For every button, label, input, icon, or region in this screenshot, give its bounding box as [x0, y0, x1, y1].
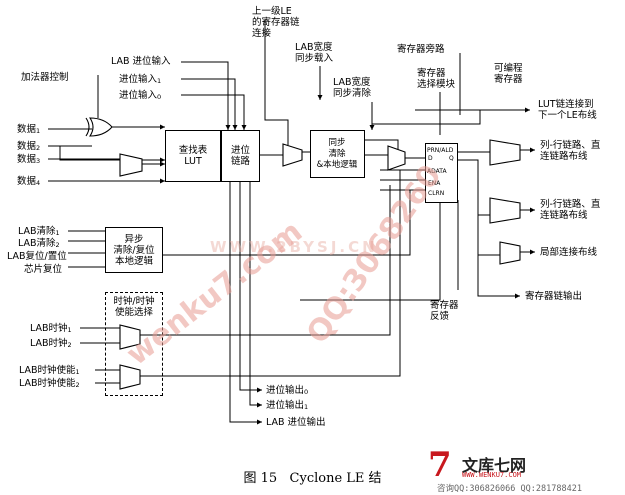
- carry-in0-label: 进位输入0: [119, 90, 162, 101]
- register-block: [425, 143, 458, 203]
- logo-name: 文库七网: [462, 456, 527, 475]
- lab-clear2-label: LAB清除2: [18, 238, 60, 249]
- pin-d: D: [428, 155, 433, 162]
- figure-caption: 图 15 Cyclone LE 结: [243, 471, 382, 486]
- reg-select-label: 寄存器 选择模块: [417, 68, 456, 90]
- carry-in1-label: 进位输入1: [119, 74, 162, 85]
- data4-label: 数据4: [17, 176, 41, 187]
- reg-chain-out-label: 寄存器链输出: [525, 291, 583, 302]
- lut-chain-label: LUT链连接到 下一个LE布线: [538, 99, 597, 121]
- lut-block: [165, 130, 221, 182]
- sync-logic-label: 同步 清除 &本地逻辑: [316, 138, 358, 170]
- lab-sync-clear-label: LAB宽度 同步清除: [333, 77, 372, 99]
- reg-bypass-label: 寄存器旁路: [397, 44, 445, 55]
- lab-clk1-label: LAB时钟1: [30, 323, 72, 334]
- clk-select-region: [105, 292, 163, 396]
- carry-out0-label: 进位输出0: [266, 385, 309, 396]
- data2-label: 数据2: [17, 141, 41, 152]
- logo-contact: 咨询QQ:306826066 QQ:281788421: [437, 484, 582, 494]
- data1-label: 数据1: [17, 124, 41, 135]
- row-col-1-label: 列-行链路、直 连链路布线: [540, 140, 601, 162]
- lab-sync-load-label: LAB宽度 同步载入: [295, 42, 334, 64]
- row-col-2-label: 列-行链路、直 连链路布线: [540, 199, 601, 221]
- logo-url: WWW.WENKU7.COM: [462, 471, 522, 479]
- pin-prn: PRN/ALD: [427, 147, 454, 154]
- prev-le-label: 上一级LE 的寄存器链 连接: [252, 6, 300, 39]
- reg-feedback-label: 寄存器 反馈: [430, 300, 459, 322]
- carry-chain-block: [221, 130, 260, 182]
- async-logic-label: 异步 清除/复位 本地逻辑: [113, 234, 155, 267]
- lab-clear1-label: LAB清除1: [18, 226, 60, 237]
- async-logic-block: [105, 227, 163, 273]
- data3-label: 数据3: [17, 154, 41, 165]
- local-route-label: 局部连接布线: [540, 247, 598, 258]
- lab-clk2-label: LAB时钟2: [30, 338, 72, 349]
- lut-label: 查找表 LUT: [178, 145, 208, 167]
- lab-reset-label: LAB复位/置位: [7, 251, 67, 262]
- watermark-site: WWW.2BYSJ.CN: [210, 238, 378, 256]
- lab-clken2-label: LAB时钟使能2: [19, 378, 80, 389]
- sync-logic-block: [310, 130, 365, 178]
- lab-carry-in-label: LAB 进位输入: [111, 56, 171, 67]
- pin-q: Q: [449, 155, 454, 162]
- prog-reg-label: 可编程 寄存器: [494, 63, 523, 85]
- clk-select-label: 时钟/时钟 使能选择: [113, 296, 155, 318]
- carry-chain-label: 进位 链路: [230, 145, 250, 167]
- logo-mark: 7: [428, 445, 452, 485]
- pin-clrn: CLRN: [428, 190, 445, 197]
- lab-carry-out-label: LAB 进位输出: [266, 417, 326, 428]
- carry-out1-label: 进位输出1: [266, 400, 309, 411]
- pin-ena: ENA: [428, 180, 441, 187]
- chip-reset-label: 芯片复位: [24, 264, 63, 275]
- adder-ctrl-label: 加法器控制: [21, 72, 69, 83]
- pin-adata: ADATA: [427, 168, 447, 175]
- lab-clken1-label: LAB时钟使能1: [19, 365, 80, 376]
